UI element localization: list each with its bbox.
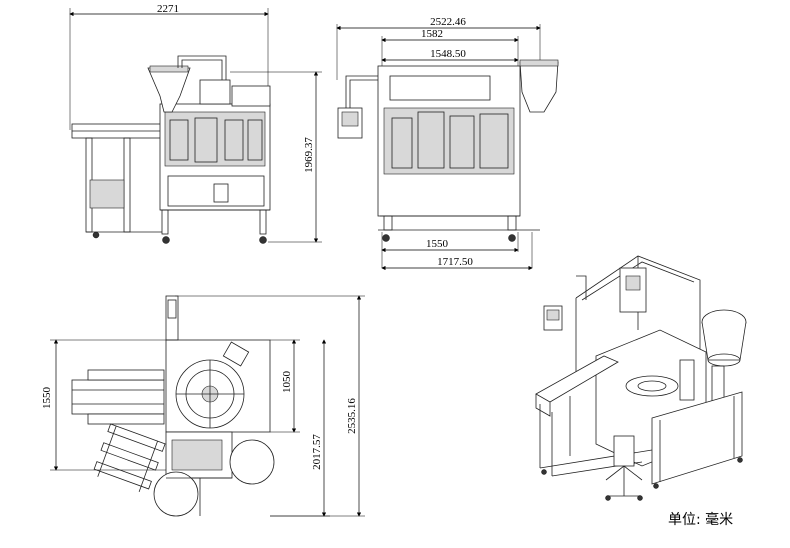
top-view: 1550 1050 2017.57 2535.16 (41, 295, 365, 517)
side-hopper (519, 61, 559, 113)
top-mid-height-label: 1050 (281, 371, 293, 394)
iso-top-frame (575, 255, 701, 392)
front-width-label: 2271 (157, 3, 179, 15)
front-view: 2271 1969.37 (69, 3, 322, 244)
iso-trolley (613, 435, 635, 467)
top-total-height-label: 2535.16 (346, 398, 358, 434)
top-left-height-label: 1550 (41, 387, 53, 410)
front-height-label: 1969.37 (303, 137, 315, 173)
side-width2-label: 1582 (421, 28, 443, 40)
top-lower-height-label: 2017.57 (311, 434, 323, 470)
front-hopper (147, 67, 191, 113)
iso-conveyor (535, 355, 619, 403)
side-width3-label: 1548.50 (430, 48, 466, 60)
side-view: 2522.46 1582 1548.50 (336, 16, 559, 271)
isometric-view (535, 255, 747, 501)
side-base-width-label: 1550 (426, 238, 449, 250)
unit-label: 单位: 毫米 (668, 512, 734, 528)
top-conveyor (71, 379, 165, 415)
side-overall-width-label: 2522.46 (430, 16, 466, 28)
side-footprint-label: 1717.50 (437, 256, 473, 268)
